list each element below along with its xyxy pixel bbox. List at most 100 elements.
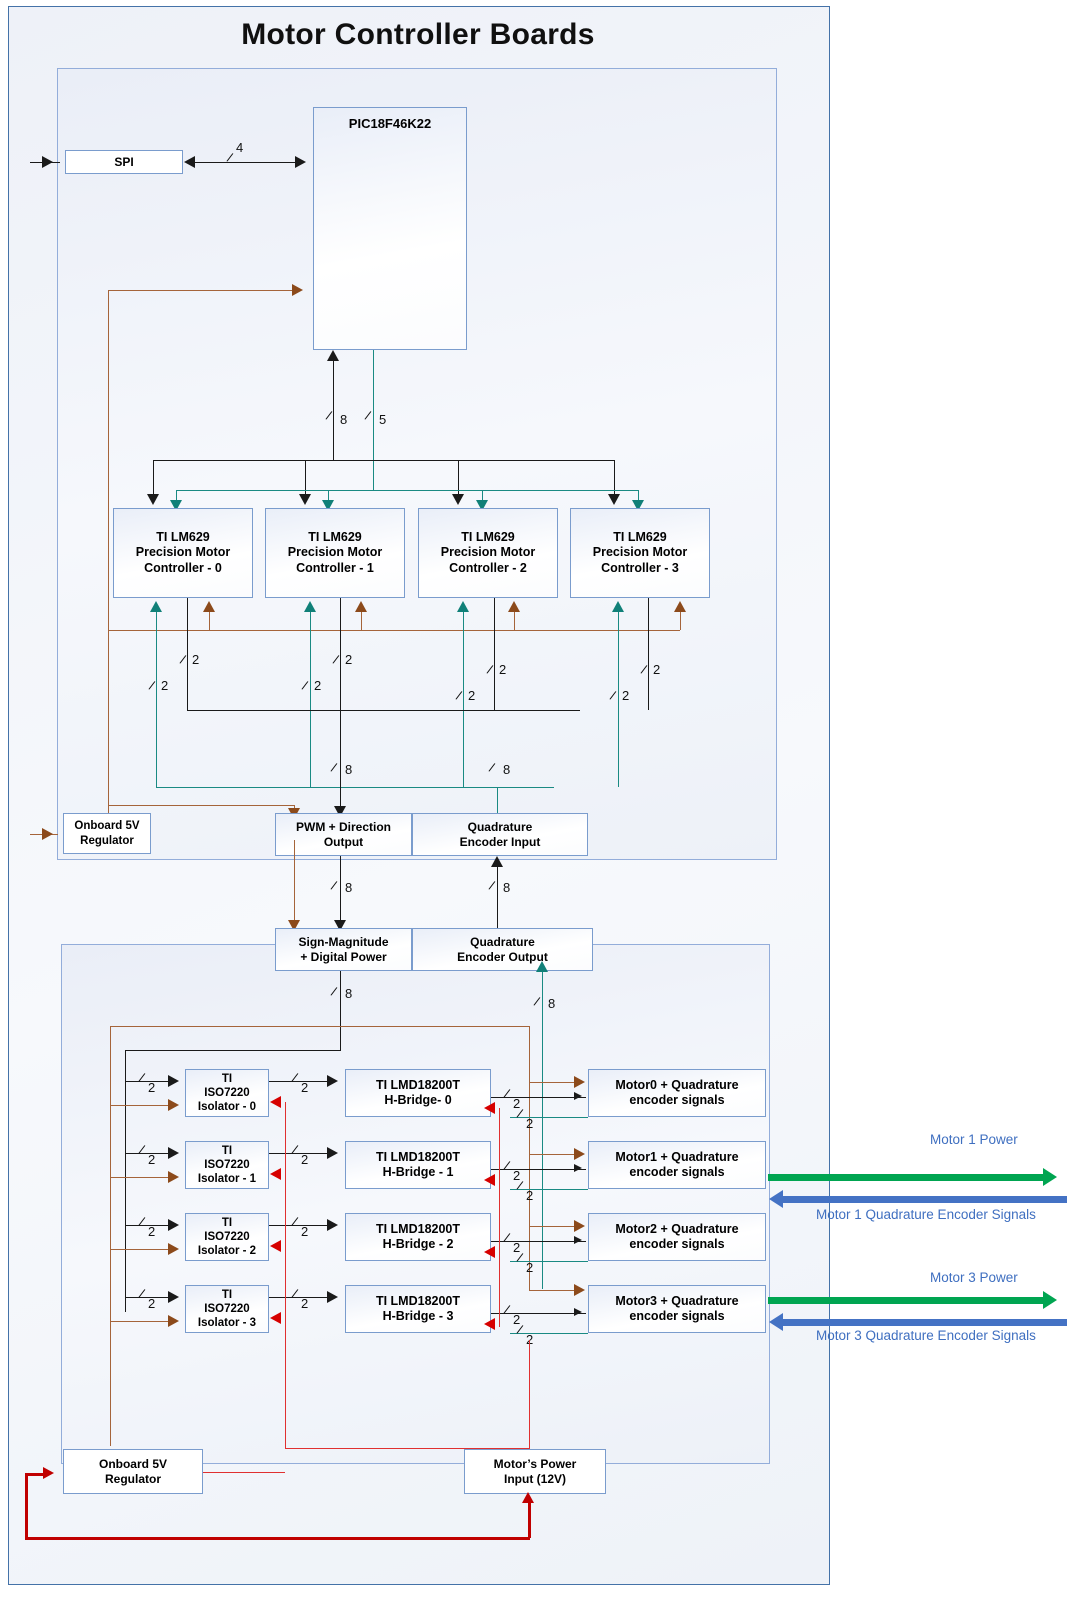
lm629-3-line1: TI LM629 — [613, 530, 667, 545]
bottom-onboard-5v-regulator[interactable]: Onboard 5V Regulator — [63, 1449, 203, 1494]
iso7220-isolator-2[interactable]: TI ISO7220 Isolator - 2 — [185, 1213, 269, 1261]
pwm-slash-3: / — [639, 661, 649, 678]
hb-motor-line-2 — [491, 1241, 586, 1242]
encoder-interboard-bits: 8 — [503, 880, 511, 895]
pwm-5v-feed — [108, 805, 295, 806]
12v-regulator-arrow — [43, 1467, 54, 1479]
pwm-bus-arrowhead — [334, 806, 346, 817]
enc-out-line2: Encoder Output — [457, 949, 548, 964]
pwm-down-2 — [494, 598, 495, 710]
pwm-down-0 — [187, 598, 188, 710]
motor-block-0[interactable]: Motor0 + Quadrature encoder signals — [588, 1069, 766, 1117]
data-arrowhead-3 — [608, 494, 620, 505]
pwm-merge-bar — [187, 710, 580, 711]
lm629-controller-1[interactable]: TI LM629 Precision Motor Controller - 1 — [265, 508, 405, 598]
motor-enc-line-3 — [510, 1333, 588, 1334]
lm629-5v-arrow-1 — [355, 601, 367, 612]
motor3-encoder-arrow — [769, 1313, 1067, 1331]
iso7220-isolator-0[interactable]: TI ISO7220 Isolator - 0 — [185, 1069, 269, 1117]
lm629-5v-arrow-0 — [203, 601, 215, 612]
ctrl-arrowhead-1 — [322, 500, 334, 511]
page-title: Motor Controller Boards — [241, 18, 595, 51]
pwm-interboard-arrow — [334, 920, 346, 931]
top-onboard-5v-regulator[interactable]: Onboard 5V Regulator — [63, 813, 151, 854]
bottom-5v-rail-right — [529, 1026, 530, 1290]
bottom-5v-rail-vertical — [110, 1026, 111, 1446]
motor-block-3[interactable]: Motor3 + Quadrature encoder signals — [588, 1285, 766, 1333]
top-5v-rail-vertical — [108, 290, 109, 830]
iso-5v-arrow-0 — [168, 1099, 179, 1111]
motor-power-input-block[interactable]: Motor’s Power Input (12V) — [464, 1449, 606, 1494]
iso-1-line1: TI — [221, 1144, 233, 1157]
motor-enc-slash-0: / — [515, 1105, 525, 1122]
pwm-bits-1: 2 — [345, 652, 353, 667]
iso-in-line-0 — [125, 1081, 173, 1082]
motor3-encoder-label: Motor 3 Quadrature Encoder Signals — [816, 1328, 1036, 1343]
hb-3-line1: TI LMD18200T — [375, 1293, 461, 1308]
hb-0-line1: TI LMD18200T — [375, 1077, 461, 1092]
iso-in-arrow-1 — [168, 1147, 179, 1159]
motor-enc-line-1 — [510, 1189, 588, 1190]
spi-external-arrowhead — [42, 156, 53, 168]
iso-hb-arrow-2 — [327, 1219, 338, 1231]
motor3-power-arrow — [768, 1291, 1057, 1309]
pwm-interboard-line — [340, 856, 341, 924]
lm629-controller-3[interactable]: TI LM629 Precision Motor Controller - 3 — [570, 508, 710, 598]
hb-motor-bits-1: 2 — [513, 1168, 521, 1183]
iso-2-line1: TI — [221, 1216, 233, 1229]
motor-5v-line-3 — [529, 1290, 581, 1291]
bottom-power-board — [61, 944, 770, 1464]
lmd18200t-hbridge-0[interactable]: TI LMD18200T H-Bridge- 0 — [345, 1069, 491, 1117]
motor1-power-arrowhead — [1043, 1168, 1057, 1186]
lm629-controller-2[interactable]: TI LM629 Precision Motor Controller - 2 — [418, 508, 558, 598]
motor-power-line2: Input (12V) — [504, 1471, 566, 1486]
iso-hb-line-2 — [269, 1225, 331, 1226]
sign-mag-line1: Sign-Magnitude — [298, 934, 389, 949]
hb-motor-line-3 — [491, 1313, 586, 1314]
lmd18200t-hbridge-3[interactable]: TI LMD18200T H-Bridge - 3 — [345, 1285, 491, 1333]
lm629-0-line3: Controller - 0 — [144, 560, 222, 575]
spi-block[interactable]: SPI — [65, 150, 183, 174]
hb-motor-slash-3: / — [502, 1301, 512, 1318]
enc-bits-1: 2 — [314, 678, 322, 693]
pwm-direction-output-block[interactable]: PWM + Direction Output — [275, 813, 412, 856]
hb-motor-arrow-1 — [574, 1164, 582, 1172]
iso7220-isolator-1[interactable]: TI ISO7220 Isolator - 1 — [185, 1141, 269, 1189]
motor-0-line2: encoder signals — [629, 1093, 725, 1107]
lm629-5v-rail — [108, 630, 680, 631]
hb-power-arrow-0 — [484, 1102, 495, 1114]
iso-in-line-2 — [125, 1225, 173, 1226]
pwm-out-line1: PWM + Direction — [295, 819, 391, 834]
pwm-bus-bits: 8 — [345, 762, 353, 777]
motor1-encoder-arrowhead — [769, 1190, 783, 1208]
pwm-bus-slash: / — [329, 759, 339, 776]
spi-bus-slash: / — [225, 149, 235, 166]
motor-block-2[interactable]: Motor2 + Quadrature encoder signals — [588, 1213, 766, 1261]
quadrature-encoder-input-block[interactable]: Quadrature Encoder Input — [412, 813, 588, 856]
motor-3-line1: Motor3 + Quadrature — [615, 1293, 739, 1308]
motor-block-1[interactable]: Motor1 + Quadrature encoder signals — [588, 1141, 766, 1189]
iso-hb-bits-0: 2 — [301, 1080, 309, 1095]
sign-magnitude-block[interactable]: Sign-Magnitude + Digital Power — [275, 928, 412, 971]
iso7220-isolator-3[interactable]: TI ISO7220 Isolator - 3 — [185, 1285, 269, 1333]
hb-0-line2: H-Bridge- 0 — [384, 1093, 452, 1107]
pwm-slash-2: / — [485, 661, 495, 678]
iso-5v-line-1 — [110, 1177, 175, 1178]
motor3-power-arrowhead — [1043, 1291, 1057, 1309]
motor-2-line1: Motor2 + Quadrature — [615, 1221, 739, 1236]
iso-hb-line-1 — [269, 1153, 331, 1154]
iso-in-bits-0: 2 — [148, 1080, 156, 1095]
bottom-5v-rail-top — [110, 1026, 530, 1027]
quadrature-encoder-output-block[interactable]: Quadrature Encoder Output — [412, 928, 593, 971]
lm629-0-line2: Precision Motor — [135, 545, 231, 560]
lm629-controller-0[interactable]: TI LM629 Precision Motor Controller - 0 — [113, 508, 253, 598]
iso-5v-arrow-1 — [168, 1171, 179, 1183]
lmd18200t-hbridge-1[interactable]: TI LMD18200T H-Bridge - 1 — [345, 1141, 491, 1189]
lmd18200t-hbridge-2[interactable]: TI LMD18200T H-Bridge - 2 — [345, 1213, 491, 1261]
pic-mcu-block[interactable]: PIC18F46K22 — [313, 107, 467, 350]
12v-loop-right — [528, 1500, 531, 1538]
motor-power-feed-horizontal — [285, 1448, 530, 1449]
lm629-5v-stub-2 — [514, 612, 515, 630]
motor3-encoder-bar — [782, 1319, 1067, 1326]
pwm-down-1 — [340, 598, 341, 710]
